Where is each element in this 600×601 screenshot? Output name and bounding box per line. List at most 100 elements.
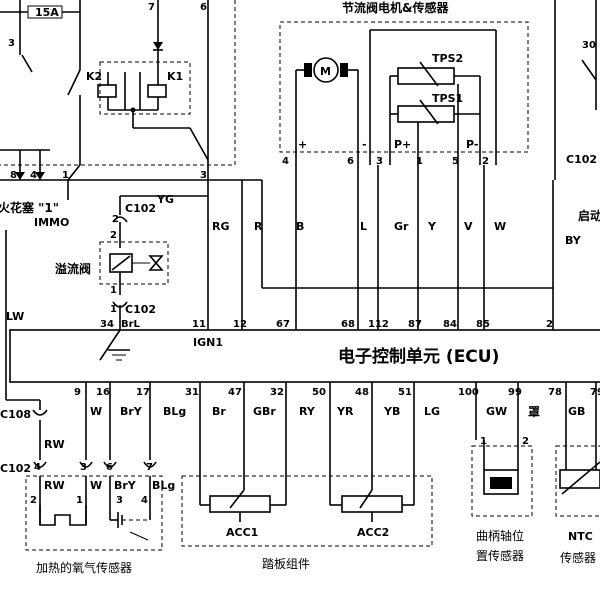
ecu-box [9,329,600,383]
wire-bry-lower: BrY [120,405,143,418]
ecu-top-pin-1: 34 [100,319,114,330]
throttle-pin-4: 1 [416,156,423,167]
start-label: 启动 [578,208,600,223]
wire-l: L [360,220,367,233]
pin-1-label-b: 1 [110,304,117,315]
ecu-block: 电子控制单元 (ECU) IGN1 34 BrL 11 12 67 68 112… [9,319,600,398]
o2-conn-pin-1: 4 [34,462,41,473]
o2-heater-element [39,505,87,526]
crank-sensor-section: 1 2 曲柄轴位 置传感器 [471,436,533,563]
wire-yr: YR [336,405,354,418]
crank-label-2: 置传感器 [476,548,524,563]
o2-conn-pin-2: 3 [80,462,87,473]
relay-section: 15A 3 7 6 K2 K1 [0,0,236,229]
o2-sensor-pin-4: 4 [141,495,148,506]
relay-k2-coil [97,84,117,98]
ntc-label-2: 传感器 [560,550,596,565]
ecu-bottom-pin-7: 50 [312,387,326,398]
o2-wire-w: W [90,479,102,492]
acc2-label: ACC2 [357,526,389,539]
wire-lg: LG [424,405,440,418]
o2-wire-rw: RW [44,479,65,492]
o2-sensor-label: 加热的氧气传感器 [36,560,132,575]
motor-icon [313,57,339,83]
wire-gw: GW [486,405,507,418]
pin-4-label: 4 [30,170,37,181]
relay-k1-coil [147,84,167,98]
wire-gbr: GBr [253,405,276,418]
acc1-resistor [209,495,271,513]
pedal-section: ACC1 ACC2 踏板组件 [181,475,433,571]
motor-label: M [320,65,331,78]
o2-sensor-pin-1: 2 [30,495,37,506]
c102-mid-label: C102 [125,303,156,316]
throttle-pin-5: 5 [452,156,459,167]
acc1-label: ACC1 [226,526,258,539]
pin-2b-label: 2 [110,230,117,241]
wire-yb: YB [383,405,400,418]
overflow-valve-label: 溢流阀 [55,261,91,276]
acc2-resistor [341,495,403,513]
wire-r: R [254,220,263,233]
ecu-bottom-pin-11: 99 [508,387,522,398]
throttle-section: 节流阀电机&传感器 M + - TPS2 TPS1 P+ P- 4 6 [279,0,529,167]
ecu-bottom-pin-9: 51 [398,387,412,398]
term-plus: + [298,138,307,151]
relay-k2-label: K2 [86,70,102,83]
wire-w: W [494,220,506,233]
wire-by: BY [565,234,582,247]
pin-3b-label: 3 [200,170,207,181]
throttle-box [279,21,529,153]
ntc-sensor-section: NTC 传感器 [555,445,600,565]
crank-box [471,445,533,517]
term-pplus: P+ [394,138,411,151]
pin-6-label: 6 [200,2,207,13]
ecu-bottom-pin-6: 32 [270,387,284,398]
pin-3-label: 3 [8,38,15,49]
o2-sensor-pin-2: 1 [76,495,83,506]
ecu-top-pin-3: 11 [192,319,206,330]
pin-7-label: 7 [148,2,155,13]
wire-ry: RY [299,405,316,418]
pin-8-label: 8 [10,170,17,181]
wire-rg: RG [212,220,230,233]
c102-right-label: C102 [566,153,597,166]
ecu-top-pin-7: 112 [368,319,389,330]
term-minus: - [362,138,367,151]
crank-label-1: 曲柄轴位 [476,528,524,543]
o2-sensor-pin-3: 3 [116,495,123,506]
tps1-label: TPS1 [432,92,463,105]
pedal-box [181,475,433,547]
term-pminus: P- [466,138,478,151]
throttle-title: 节流阀电机&传感器 [342,0,449,15]
ntc-box [555,445,600,517]
tps2-label: TPS2 [432,52,463,65]
ecu-bottom-pin-4: 31 [185,387,199,398]
wire-w-lower: W [90,405,102,418]
throttle-pin-3: 3 [376,156,383,167]
wire-lw: LW [6,310,24,323]
pin-30-label: 30 [582,40,596,51]
c108-label: C108 [0,408,31,421]
wire-v: V [464,220,473,233]
immo-label: IMMO [34,216,69,229]
wire-gr: Gr [394,220,409,233]
ecu-bottom-pin-12: 78 [548,387,562,398]
ecu-top-pin-10: 85 [476,319,490,330]
ecu-top-pin-6: 68 [341,319,355,330]
right-partial-section: 30 C102 启动 BY [554,0,600,247]
ign1-label: IGN1 [193,336,223,349]
throttle-pin-6: 2 [482,156,489,167]
overflow-valve-section: C102 YG 2 2 溢流阀 1 1 C102 [55,193,208,330]
ecu-bottom-pin-5: 47 [228,387,242,398]
pin-1-label: 1 [62,170,69,181]
pin-2-label: 2 [112,214,119,225]
yg-label: YG [156,193,174,206]
ecu-bottom-pin-2: 16 [96,387,110,398]
o2-sensor-section: RW W BrY BLg 2 1 3 4 加热的氧气传感器 [25,475,175,575]
pedal-label: 踏板组件 [262,557,310,571]
ecu-top-pin-4: 12 [233,319,247,330]
relay-k1-label: K1 [167,70,183,83]
ecu-top-pin-5: 67 [276,319,290,330]
